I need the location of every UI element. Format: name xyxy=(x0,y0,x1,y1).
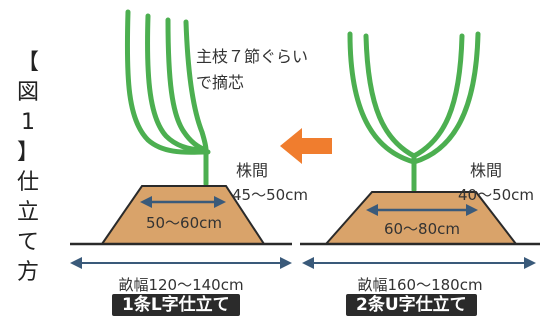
comparison-arrow-icon xyxy=(280,128,332,164)
left-method-badge: 1条L字仕立て xyxy=(112,294,240,316)
figure-title: 【 図 1 】 仕 立 て 方 xyxy=(8,48,48,288)
left-plant-l-training xyxy=(124,9,211,187)
pinch-note-line1: 主枝７節ぐらい xyxy=(196,47,308,66)
left-spacing-value: 45〜50cm xyxy=(232,186,308,204)
right-bed-width-arrow xyxy=(302,257,536,269)
right-bed-width-label: 畝幅160〜180cm xyxy=(357,276,482,294)
right-spacing-value: 40〜50cm xyxy=(458,186,534,204)
title-char: 図 xyxy=(16,80,39,105)
right-method-badge: 2条U字仕立て xyxy=(346,294,477,316)
left-bed-width-label: 畝幅120〜140cm xyxy=(118,276,243,294)
left-bed-width-arrow xyxy=(70,257,292,269)
right-plant-u-training xyxy=(347,31,481,193)
title-char: て xyxy=(16,230,39,255)
pinch-note-line2: で摘芯 xyxy=(196,73,244,92)
left-spacing-label: 株間 xyxy=(236,161,268,180)
right-bed-top-width-label: 60〜80cm xyxy=(384,220,460,238)
title-char: 】 xyxy=(16,140,39,165)
title-char: 仕 xyxy=(16,170,39,195)
title-char: 1 xyxy=(21,110,35,135)
right-bed-top-arrow xyxy=(366,204,478,216)
title-char: 立 xyxy=(16,200,39,225)
left-bed-top-arrow xyxy=(140,196,226,208)
title-char: 方 xyxy=(16,260,39,285)
title-char: 【 xyxy=(16,50,39,75)
right-spacing-label: 株間 xyxy=(470,161,502,180)
left-bed-top-width-label: 50〜60cm xyxy=(146,214,222,232)
